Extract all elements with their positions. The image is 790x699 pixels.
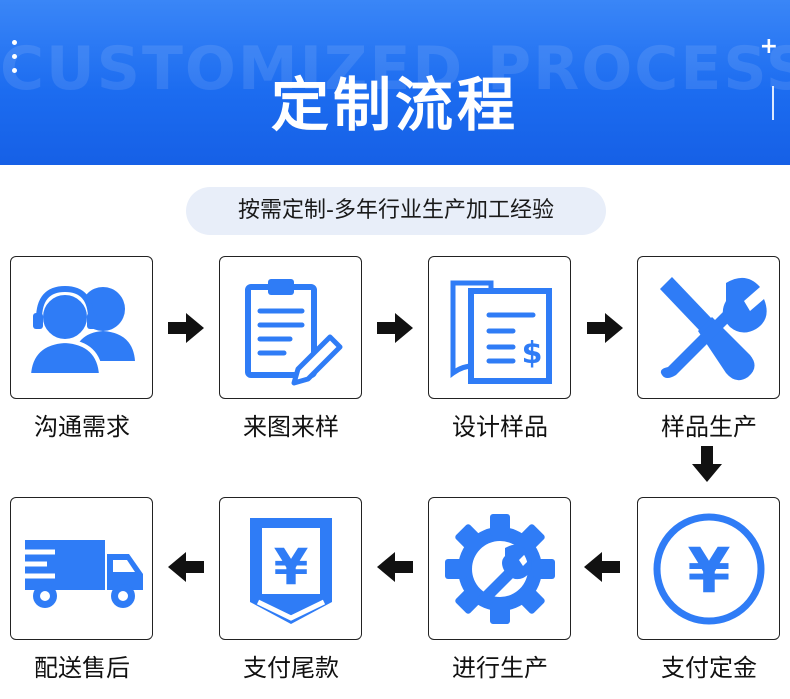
step-box-production <box>428 497 571 640</box>
delivery-truck-icon <box>25 540 143 608</box>
step-box-sample-production <box>637 256 780 399</box>
step-label: 进行生产 <box>452 654 548 682</box>
banner-background-text: CUSTOMIZED PROCESS <box>0 34 790 104</box>
step-box-delivery <box>10 497 153 640</box>
step-label: 沟通需求 <box>34 413 130 441</box>
step-label: 来图来样 <box>243 413 339 441</box>
plus-icon: + <box>759 34 778 59</box>
svg-text:$: $ <box>522 336 543 371</box>
step-box-drawings <box>219 256 362 399</box>
svg-text:¥: ¥ <box>274 538 309 596</box>
subtitle-pill: 按需定制-多年行业生产加工经验 <box>186 187 606 235</box>
header-banner: CUSTOMIZED PROCESS 定制流程 + <box>0 0 790 165</box>
svg-text:¥: ¥ <box>687 534 730 607</box>
step-label: 设计样品 <box>452 413 548 441</box>
step-label: 配送售后 <box>34 654 130 682</box>
step-label: 支付定金 <box>661 654 757 682</box>
step-box-balance: ¥ <box>219 497 362 640</box>
yen-coin-icon: ¥ <box>653 513 765 625</box>
step-box-deposit: ¥ <box>637 497 780 640</box>
arrow-right-icon <box>168 313 204 343</box>
customer-service-icon <box>26 285 135 377</box>
step-label: 样品生产 <box>661 413 757 441</box>
gear-wrench-icon <box>445 514 555 624</box>
divider-line <box>772 86 774 120</box>
yen-shield-icon: ¥ <box>250 518 332 624</box>
step-label: 支付尾款 <box>243 654 339 682</box>
arrow-right-icon <box>587 313 623 343</box>
document-dollar-icon: $ <box>450 280 552 384</box>
clipboard-pen-icon <box>245 279 343 386</box>
arrow-down-icon <box>692 446 722 482</box>
arrow-left-icon <box>168 552 204 582</box>
arrow-right-icon <box>377 313 413 343</box>
step-box-design: $ <box>428 256 571 399</box>
arrow-left-icon <box>584 552 620 582</box>
dots-icon <box>12 40 20 82</box>
arrow-left-icon <box>377 552 413 582</box>
screwdriver-wrench-icon <box>660 277 767 381</box>
step-box-communicate <box>10 256 153 399</box>
page-title: 定制流程 <box>270 71 519 139</box>
